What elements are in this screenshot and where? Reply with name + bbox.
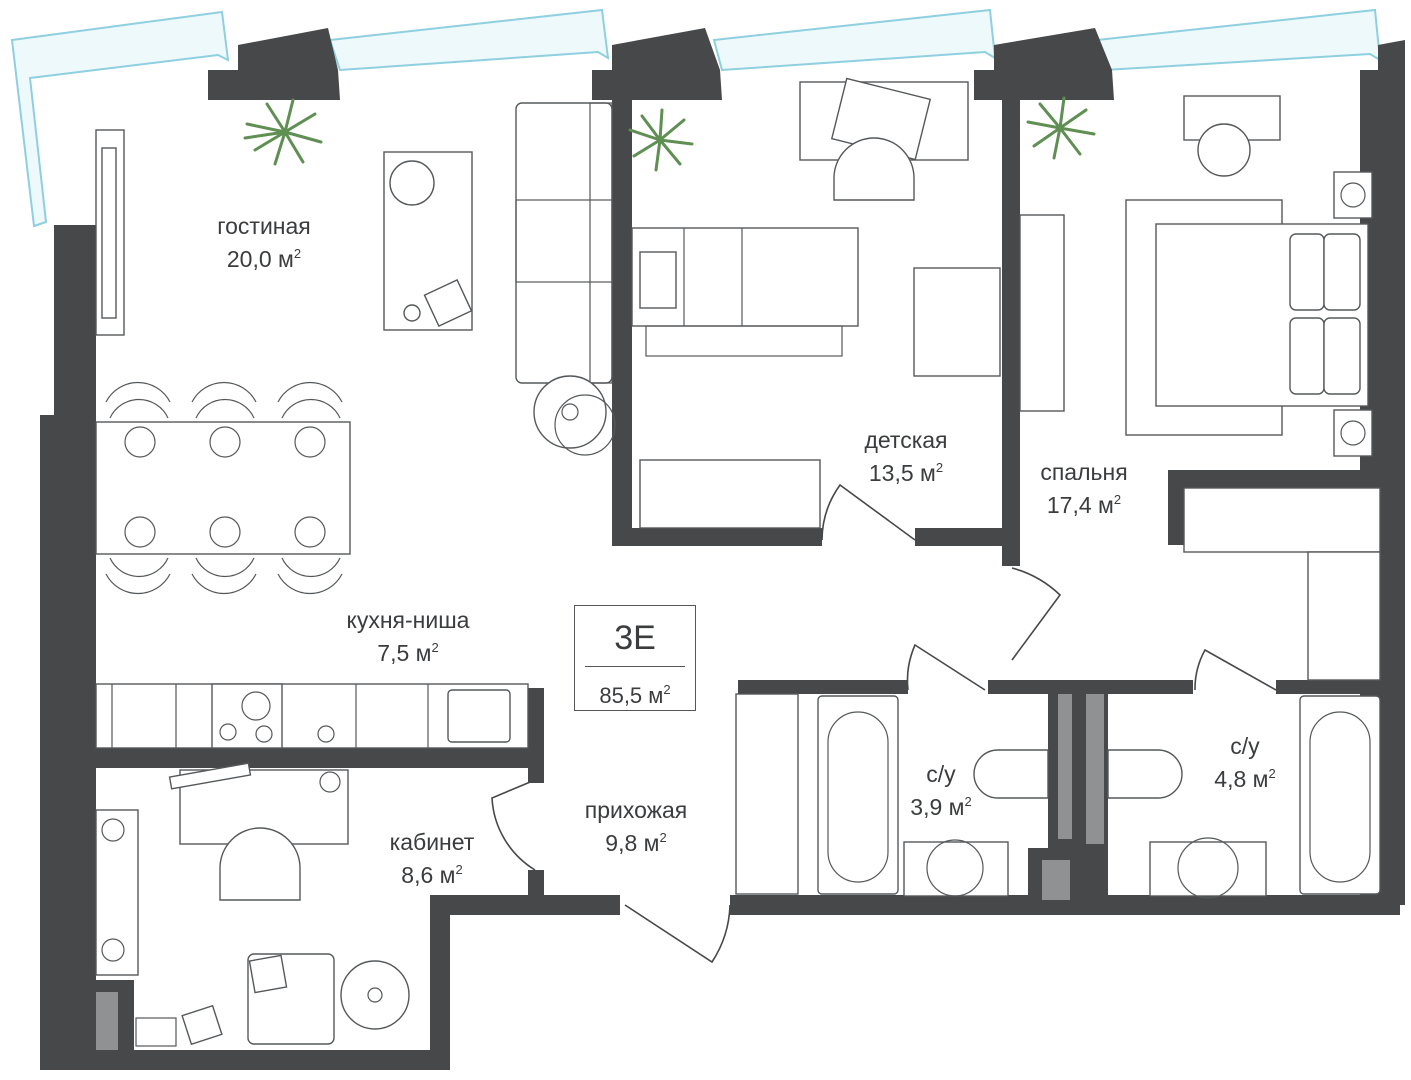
doors (491, 483, 1277, 964)
room-area: 4,8 м2 (1214, 766, 1276, 792)
divider (585, 666, 685, 667)
plant-icon (243, 98, 323, 166)
room-name: гостиная (217, 213, 311, 239)
wardrobe (1183, 487, 1381, 553)
room-label-kitchen: кухня-ниша 7,5 м2 (308, 606, 508, 667)
room-name: прихожая (584, 797, 688, 823)
room-label-bath-1: с/у 3,9 м2 (886, 760, 996, 821)
sink (447, 689, 511, 743)
bathroom-2-fixtures (1107, 695, 1381, 899)
room-name: детская (864, 427, 948, 453)
sink-cabinet (1149, 841, 1267, 897)
room-name: кухня-ниша (346, 607, 470, 633)
room-label-hallway: прихожая 9,8 м2 (554, 796, 718, 857)
dining-furniture (95, 381, 351, 595)
room-area: 9,8 м2 (605, 830, 667, 856)
room-area: 20,0 м2 (226, 246, 302, 272)
room-label-kids: детская 13,5 м2 (826, 426, 986, 487)
dining-table (95, 421, 351, 555)
room-name: кабинет (389, 829, 475, 855)
unit-total-area: 85,5 м2 (599, 682, 671, 708)
plant-icon (628, 108, 694, 172)
sink-cabinet (903, 841, 1009, 897)
room-area: 13,5 м2 (868, 460, 944, 486)
nightstand (1333, 171, 1373, 219)
play-rack (913, 267, 1001, 377)
side-table (340, 960, 410, 1030)
room-label-living: гостиная 20,0 м2 (184, 212, 344, 273)
room-label-study: кабинет 8,6 м2 (372, 828, 492, 889)
room-name: спальня (1040, 459, 1128, 485)
unit-info-box: 3E 85,5 м2 (574, 605, 696, 711)
armchair-round (533, 375, 607, 449)
chairs (105, 381, 343, 595)
plates (124, 426, 326, 548)
hall-wardrobe (735, 693, 799, 895)
room-area: 3,9 м2 (910, 794, 972, 820)
sofa (515, 102, 613, 384)
room-label-bedroom: спальня 17,4 м2 (1004, 458, 1164, 519)
bathtub (817, 695, 899, 895)
nightstand (1333, 409, 1373, 457)
room-area: 8,6 м2 (401, 862, 463, 888)
bathtub (1299, 695, 1381, 895)
kids-furniture (631, 77, 1001, 529)
kids-wardrobe (639, 459, 821, 529)
room-area: 17,4 м2 (1046, 492, 1122, 518)
bookshelf (95, 809, 139, 976)
room-name: с/у (1230, 733, 1260, 759)
bedroom-furniture (1019, 95, 1381, 681)
plant-icons (243, 96, 1096, 172)
plant-icon (1026, 96, 1096, 160)
tv-console (1019, 214, 1065, 412)
living-furniture (95, 102, 616, 456)
walls (40, 28, 1405, 1070)
room-area: 7,5 м2 (377, 640, 439, 666)
unit-type: 3E (614, 619, 656, 657)
kitchen-furniture (95, 683, 529, 749)
toilet (973, 749, 1049, 799)
room-label-bath-2: с/у 4,8 м2 (1190, 732, 1300, 793)
wardrobe-side (1307, 551, 1381, 681)
bathroom-1-fixtures (817, 695, 1049, 897)
study-furniture (95, 762, 410, 1047)
room-name: с/у (926, 761, 956, 787)
toilet (1107, 749, 1183, 799)
balcony-glazing (10, 8, 1382, 228)
